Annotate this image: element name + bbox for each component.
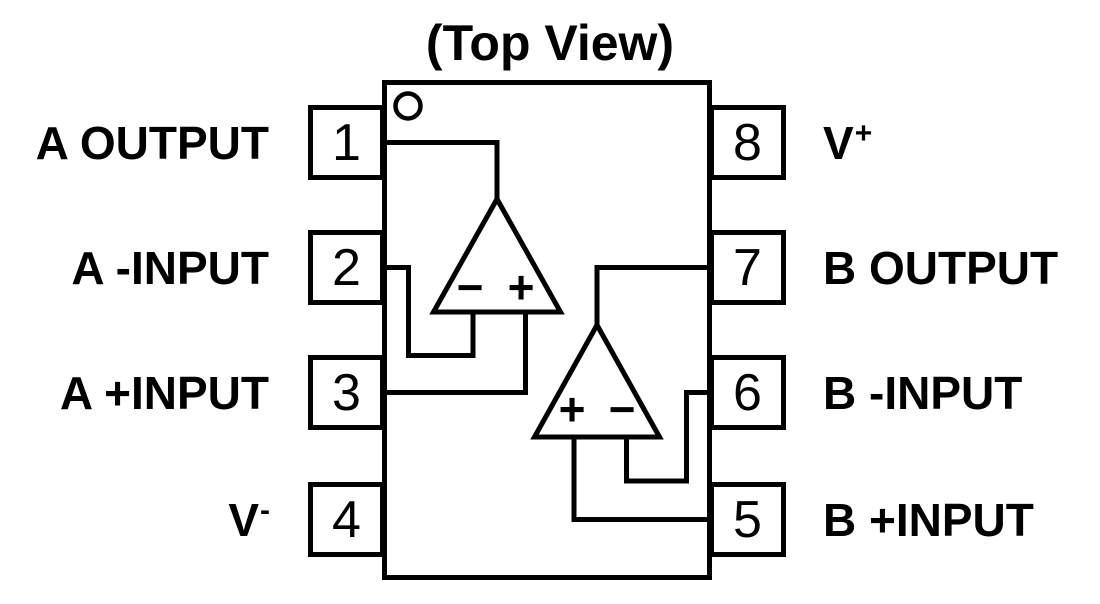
pin-label-b-plus-input: B +INPUT [823,488,1035,552]
pin-number-3: 3 [332,363,361,422]
pin-label-superscript: + [854,117,873,150]
pin-number-7: 7 [733,238,762,297]
pin-box-6: 6 [709,355,786,430]
ic-body-outline [382,80,712,580]
opamp-a-inverting-mark: − [457,261,484,313]
diagram-title: (Top View) [425,15,675,71]
opamp-a-triangle [429,193,565,315]
pin-label-text: B OUTPUT [823,242,1059,294]
opamp-a-noninverting-mark: + [508,261,535,313]
pin-box-1: 1 [308,105,385,180]
pin-number-2: 2 [332,238,361,297]
pin-label-text: A -INPUT [71,242,269,294]
pin-number-4: 4 [332,490,361,549]
pin-number-1: 1 [332,113,361,172]
opamp-b-noninverting-mark: + [559,383,586,435]
pin-label-text: B -INPUT [823,367,1023,419]
wire-pin6-opamp-b-inverting [624,390,711,484]
pin-label-text: B +INPUT [823,494,1034,546]
wire-pin1-opamp-a-output [384,140,500,206]
pin-label-text: V [823,117,854,169]
wire-pin5-opamp-b-noninverting [571,434,711,522]
pin-number-6: 6 [733,363,762,422]
pin-label-text: A OUTPUT [35,117,269,169]
pin-label-v-plus: V+ [823,111,872,175]
pin-label-b-minus-input: B -INPUT [823,361,1023,425]
pin-label-a-output: A OUTPUT [36,111,270,175]
wire-opamp-b-output-pin7 [594,265,711,332]
pin-box-4: 4 [308,482,385,557]
pin-number-8: 8 [733,113,762,172]
pin-box-2: 2 [308,230,385,305]
pin-label-text: V [228,494,259,546]
pin-label-a-minus-input: A -INPUT [71,236,270,300]
pin1-indicator-dot-icon [393,91,423,121]
opamp-b-triangle [530,319,664,440]
pin-number-5: 5 [733,490,762,549]
pin-label-b-output: B OUTPUT [823,236,1059,300]
pin-box-7: 7 [709,230,786,305]
pin-label-v-minus: V- [228,488,270,552]
pin-box-3: 3 [308,355,385,430]
pin-label-a-plus-input: A +INPUT [60,361,270,425]
wire-pin2-opamp-a-inverting [384,265,476,358]
pin-box-8: 8 [709,105,786,180]
pin-label-text: A +INPUT [59,367,269,419]
pin-box-5: 5 [709,482,786,557]
pin-label-superscript: - [260,494,270,527]
wire-pin3-opamp-a-noninverting [384,309,528,395]
opamp-b-inverting-mark: − [609,383,636,435]
